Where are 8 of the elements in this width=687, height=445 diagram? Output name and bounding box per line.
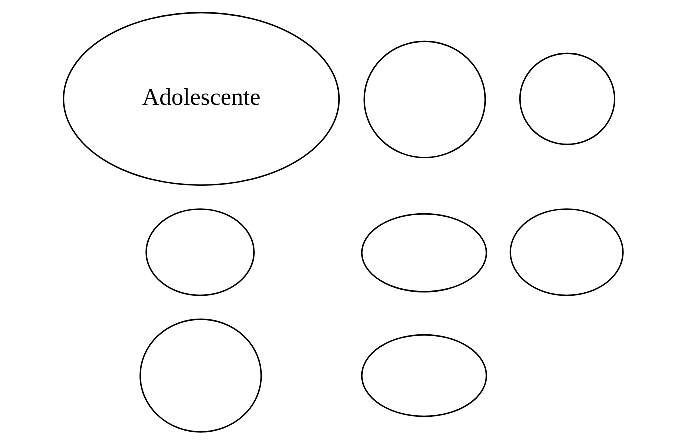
node-ellipse: Adolescente xyxy=(63,12,340,186)
node-circle xyxy=(510,208,624,296)
node-circle xyxy=(364,40,486,159)
node-circle xyxy=(146,208,255,296)
node-circle xyxy=(140,318,262,433)
node-circle xyxy=(361,334,488,418)
node-circle xyxy=(361,213,488,293)
node-circle xyxy=(519,52,616,146)
